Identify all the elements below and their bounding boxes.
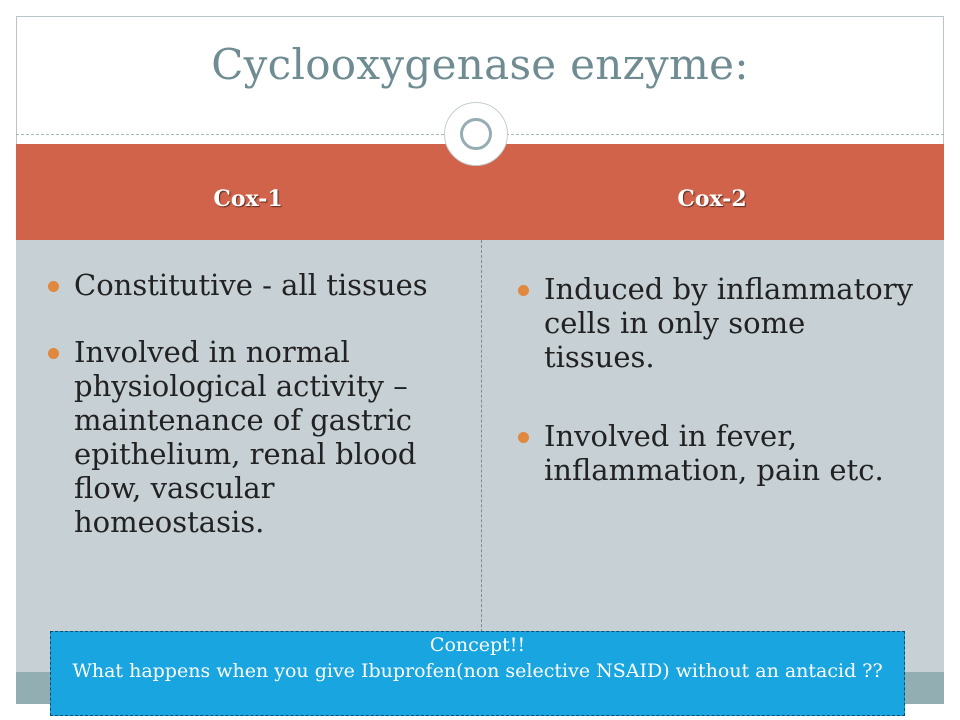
cox2-bullet-list: Induced by inflammatory cells in only so… (518, 272, 918, 487)
slide-title: Cyclooxygenase enzyme: (211, 40, 749, 89)
callout-question: What happens when you give Ibuprofen(non… (72, 660, 883, 682)
list-item: Induced by inflammatory cells in only so… (518, 272, 918, 374)
list-item: Involved in normal physiological activit… (48, 335, 448, 539)
column-heading-cox1: Cox-1 (213, 186, 283, 212)
bullet-text: Involved in fever, inflammation, pain et… (544, 419, 884, 487)
column-divider (481, 240, 482, 672)
list-item: Involved in fever, inflammation, pain et… (518, 419, 918, 487)
cox1-bullet-list: Constitutive - all tissues Involved in n… (48, 268, 448, 539)
bullet-text: Involved in normal physiological activit… (74, 335, 417, 539)
bullet-icon (48, 281, 59, 292)
concept-callout-box: Concept!! What happens when you give Ibu… (50, 631, 905, 716)
callout-heading: Concept!! (429, 634, 526, 656)
list-item: Constitutive - all tissues (48, 268, 448, 302)
decorative-ring-inner-icon (460, 118, 492, 150)
bullet-icon (518, 285, 529, 296)
bullet-icon (48, 348, 59, 359)
bullet-icon (518, 432, 529, 443)
table-body-row (16, 240, 944, 672)
bullet-text: Constitutive - all tissues (74, 268, 428, 302)
bullet-text: Induced by inflammatory cells in only so… (544, 272, 913, 374)
column-heading-cox2: Cox-2 (677, 186, 747, 212)
